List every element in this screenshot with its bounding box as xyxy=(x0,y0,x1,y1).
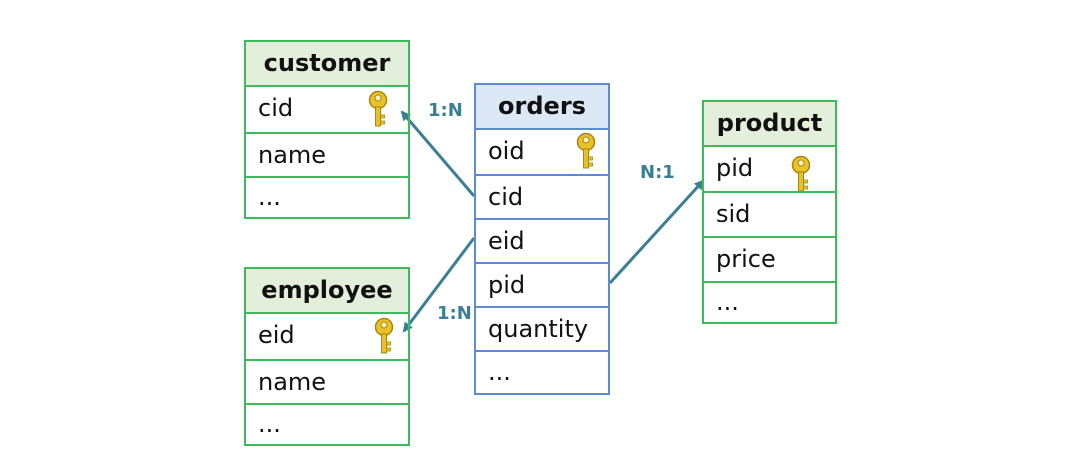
product-field-price: price xyxy=(704,236,835,281)
product-table: product pid sid price ... xyxy=(702,100,837,324)
orders-field-more: ... xyxy=(476,350,608,393)
orders-table: orders oid cid eid pid quantity ... xyxy=(474,83,610,395)
field-label: eid xyxy=(258,321,295,349)
relation-label-orders-customer: 1:N xyxy=(428,100,463,121)
field-label: cid xyxy=(258,94,294,122)
product-field-sid: sid xyxy=(704,191,835,236)
link-orders-employee xyxy=(402,237,476,333)
orders-field-cid: cid xyxy=(476,174,608,218)
orders-field-quantity: quantity xyxy=(476,306,608,350)
customer-table: customer cid name ... xyxy=(244,40,410,219)
link-orders-customer xyxy=(400,110,476,197)
customer-field-more: ... xyxy=(246,176,408,217)
link-orders-product xyxy=(608,179,705,285)
product-field-more: ... xyxy=(704,281,835,322)
orders-field-pid: pid xyxy=(476,262,608,306)
key-icon xyxy=(791,155,811,192)
customer-table-title: customer xyxy=(246,42,408,87)
employee-field-eid: eid xyxy=(246,314,408,359)
customer-field-cid: cid xyxy=(246,87,408,132)
key-icon xyxy=(368,90,388,127)
employee-field-name: name xyxy=(246,359,408,403)
employee-table-title: employee xyxy=(246,269,408,314)
relation-label-orders-product: N:1 xyxy=(640,162,675,183)
field-label: oid xyxy=(488,137,525,165)
orders-table-title: orders xyxy=(476,85,608,130)
orders-field-eid: eid xyxy=(476,218,608,262)
key-icon xyxy=(576,132,596,169)
field-label: pid xyxy=(716,154,754,182)
orders-field-oid: oid xyxy=(476,130,608,174)
product-table-title: product xyxy=(704,102,835,147)
employee-table: employee eid name ... xyxy=(244,267,410,446)
key-icon xyxy=(374,317,394,354)
customer-field-name: name xyxy=(246,132,408,176)
employee-field-more: ... xyxy=(246,403,408,444)
product-field-pid: pid xyxy=(704,147,835,192)
relation-label-orders-employee: 1:N xyxy=(437,303,472,324)
